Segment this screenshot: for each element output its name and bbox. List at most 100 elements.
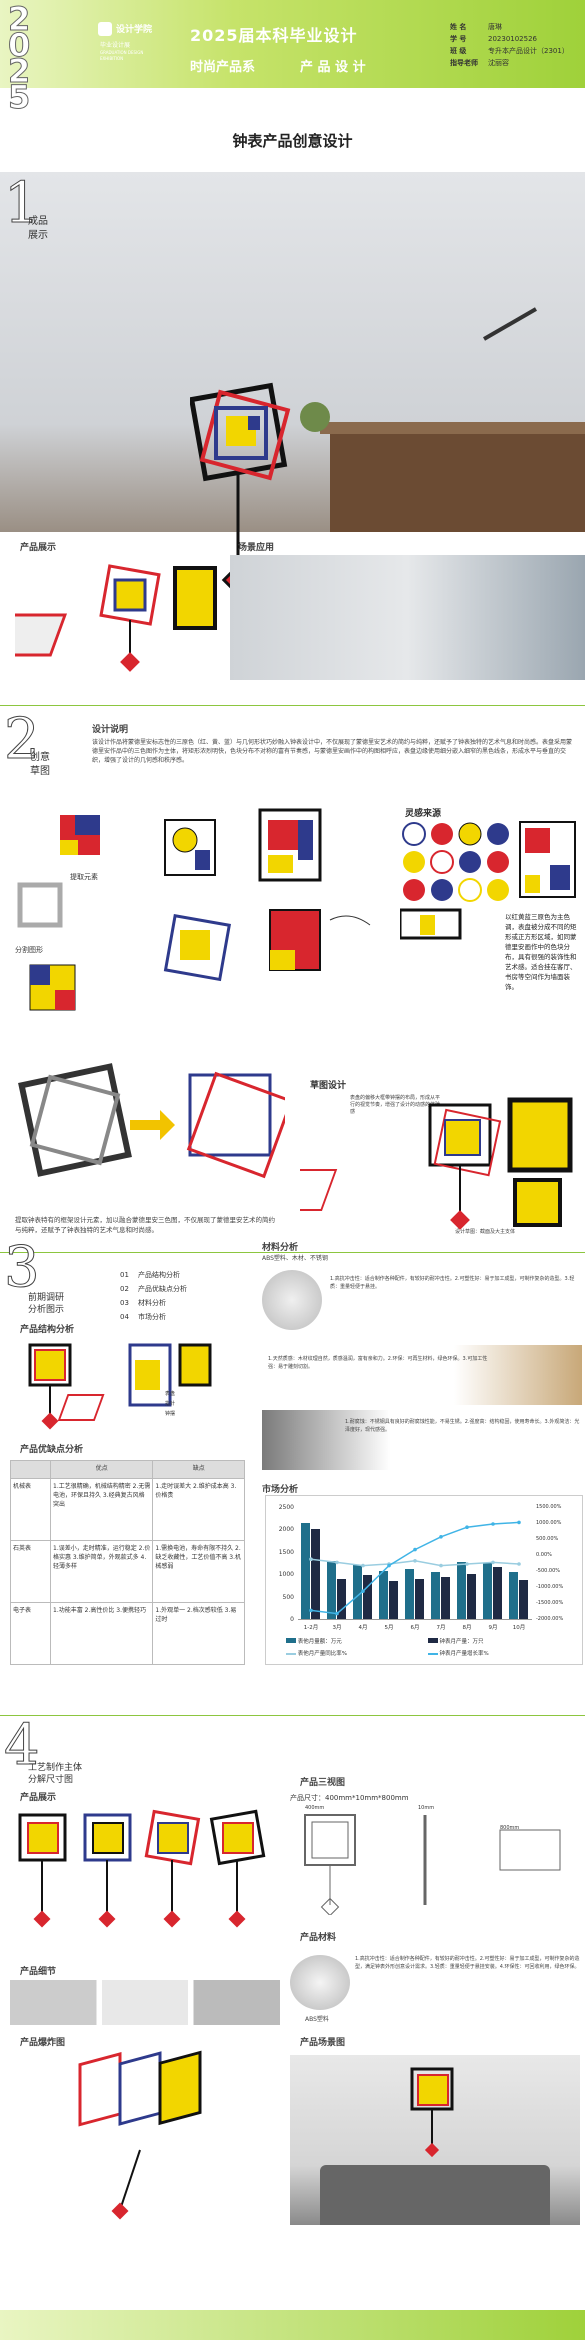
table-cell: 1.需换电池，寿命有限不持久 2.缺乏收藏性，工艺价值不高 3.机械感弱: [152, 1540, 245, 1603]
chart-bar: [389, 1580, 398, 1619]
design-text: 该设计作品将蒙德里安标志性的三原色（红、黄、蓝）与几何形状巧妙融入钟表设计中，不…: [92, 739, 573, 764]
chart-point: [491, 1560, 495, 1565]
material-wood-image: [262, 1345, 582, 1405]
index-num: 04: [120, 1313, 129, 1321]
section-divider: [0, 1715, 585, 1716]
bed: [320, 2165, 550, 2225]
y2-tick-label: 500.00%: [536, 1536, 559, 1542]
section-heading: 材料分析: [262, 1243, 299, 1253]
chart-bar: [405, 1568, 414, 1619]
index-text: 材料分析: [138, 1299, 166, 1307]
table-header-cell: 缺点: [152, 1460, 245, 1479]
material-text: 1.高抗冲击性：适合制作各种配件，有较好的耐冲击性。2.可塑性好：易于加工成型，…: [330, 1276, 575, 1290]
chart-point: [361, 1563, 365, 1568]
section-label: 工艺制作主体: [28, 1763, 83, 1773]
extract-sketch: [17, 815, 100, 1011]
x-tick-label: 5月: [384, 1625, 394, 1631]
info-label: 班 级: [450, 47, 467, 55]
chart-bar: [519, 1579, 528, 1619]
section-heading: 市场分析: [262, 1485, 299, 1495]
section-heading: 产品场景图: [300, 2038, 346, 2048]
material-steel-image: [262, 1410, 582, 1470]
y2-tick-label: -1000.00%: [536, 1584, 564, 1590]
x-tick-label: 3月: [332, 1625, 342, 1631]
section-label: 创意: [30, 752, 50, 763]
section-label: 草图: [30, 766, 50, 777]
section-label: 前期调研: [28, 1293, 65, 1303]
info-label: 学 号: [450, 35, 467, 43]
y2-tick-label: 0.00%: [536, 1552, 552, 1558]
table-header-cell: 优点: [49, 1460, 154, 1479]
chart-point: [387, 1563, 391, 1568]
material-abs-caption: ABS塑料: [305, 2016, 329, 2023]
info-value: 唐琳: [488, 23, 502, 31]
legend-item: 钟表月产量：万只: [427, 1636, 568, 1648]
legend-item: 表他月量额：万元: [286, 1636, 426, 1648]
index-num: 02: [120, 1285, 129, 1293]
x-tick-label: 10月: [512, 1625, 526, 1631]
chart-legend: 表他月量额：万元 钟表月产量：万只 表他月产量同比率% 钟表月产量增长率%: [286, 1636, 576, 1660]
plant-icon: [300, 402, 330, 432]
index-text: 市场分析: [138, 1313, 166, 1321]
x-tick-label: 4月: [358, 1625, 368, 1631]
table-cell: 1.走时误差大 2.维护成本高 3.价格贵: [152, 1478, 245, 1541]
chart-plot: [298, 1508, 532, 1620]
index-text: 产品结构分析: [138, 1271, 180, 1279]
sketch-note-2: 设计草图：截面及大主支体: [455, 1229, 516, 1235]
chart-point: [517, 1520, 521, 1525]
logo-icon: [98, 22, 112, 36]
info-value: 专升本产品设计（2301）: [488, 47, 569, 55]
section-number: 2: [4, 707, 41, 772]
y-tick-label: 1000: [278, 1571, 294, 1579]
index-text: 产品优缺点分析: [138, 1285, 187, 1293]
material-text: 1.耐腐蚀：不锈钢具有良好的耐腐蚀性能，不易生锈。2.强度高：结构稳固，使用寿命…: [345, 1419, 580, 1433]
chart-bar: [509, 1571, 518, 1619]
chart-bar: [327, 1560, 336, 1619]
logo-text: 设计学院: [116, 25, 153, 35]
logo-sub: 毕业设计展: [100, 42, 131, 49]
info-value: 沈丽容: [488, 59, 509, 67]
struct-label: 钟摆: [165, 1411, 176, 1417]
legend-item: 表他月产量同比率%: [286, 1648, 426, 1660]
chart-bar: [467, 1574, 476, 1619]
product-render: [15, 564, 217, 672]
table-cell: 1.误差小，走时精准，运行稳定 2.价格实惠 3.维护简单，外观款式多 4.轻薄…: [49, 1540, 154, 1603]
section-divider: [0, 705, 585, 706]
table-cell: 1.功能丰富 2.高性价比 3.便携轻巧: [49, 1602, 154, 1665]
header-banner: 2025 设计学院 毕业设计展 GRADUATION DESIGN EXHIBI…: [0, 0, 585, 114]
chart-bar: [353, 1565, 362, 1619]
x-tick-label: 9月: [488, 1625, 498, 1631]
chart-point: [439, 1563, 443, 1568]
chart-bar: [379, 1570, 388, 1619]
dim-label: 800mm: [500, 1825, 520, 1831]
chart-point: [309, 1608, 313, 1613]
chart-bar: [431, 1571, 440, 1619]
chart-point: [439, 1535, 443, 1539]
chart-bar: [311, 1529, 320, 1619]
y-tick-label: 2000: [278, 1526, 294, 1534]
y2-tick-label: -500.00%: [536, 1568, 561, 1574]
source-grid: [400, 821, 576, 940]
struct-label: 指针: [165, 1401, 176, 1407]
chart-point: [335, 1611, 339, 1616]
chart-y2-axis: 1500.00%1000.00%500.00%0.00%-500.00%-100…: [536, 1504, 582, 1624]
lamp-icon: [483, 307, 537, 341]
legend-swatch: [427, 1653, 438, 1655]
chart-point: [309, 1557, 313, 1561]
info-row: 姓 名唐琳: [450, 22, 580, 34]
chart-point: [465, 1525, 469, 1529]
desk: [330, 432, 585, 532]
chart-bar: [415, 1578, 424, 1619]
y2-tick-label: 1000.00%: [536, 1520, 562, 1526]
chart-point: [413, 1547, 417, 1552]
struct-label: 表盘: [165, 1391, 176, 1397]
exploded-view: [78, 2050, 202, 2220]
y-tick-label: 0: [290, 1616, 294, 1623]
page-title: 钟表产品创意设计: [232, 132, 353, 150]
